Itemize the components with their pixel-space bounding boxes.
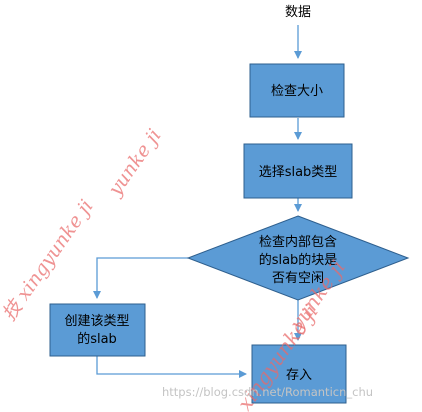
decision-line-3: 否有空闲 <box>272 271 324 286</box>
check-size-label: 检查大小 <box>271 84 323 99</box>
select-type-label: 选择slab类型 <box>259 165 338 180</box>
source-url-watermark: https://blog.csdn.net/Romanticn_chu <box>162 385 373 399</box>
store-label: 存入 <box>286 368 312 383</box>
create-slab-line-2: 的slab <box>77 331 117 347</box>
arrow-create-to-store <box>96 356 247 378</box>
watermark-top: yunke ji <box>104 125 166 201</box>
decision-line-1: 检查内部包含 <box>259 234 337 250</box>
start-label: 数据 <box>285 5 311 20</box>
create-slab-line-1: 创建该类型 <box>64 314 129 329</box>
decision-line-2: 的slab的块是 <box>259 252 338 268</box>
create-slab-box <box>49 303 146 357</box>
check-size-box <box>249 63 345 118</box>
arrow-decision-to-create <box>93 257 188 299</box>
select-type-box <box>243 143 353 199</box>
decision-diamond <box>186 215 410 301</box>
store-box <box>251 344 347 404</box>
